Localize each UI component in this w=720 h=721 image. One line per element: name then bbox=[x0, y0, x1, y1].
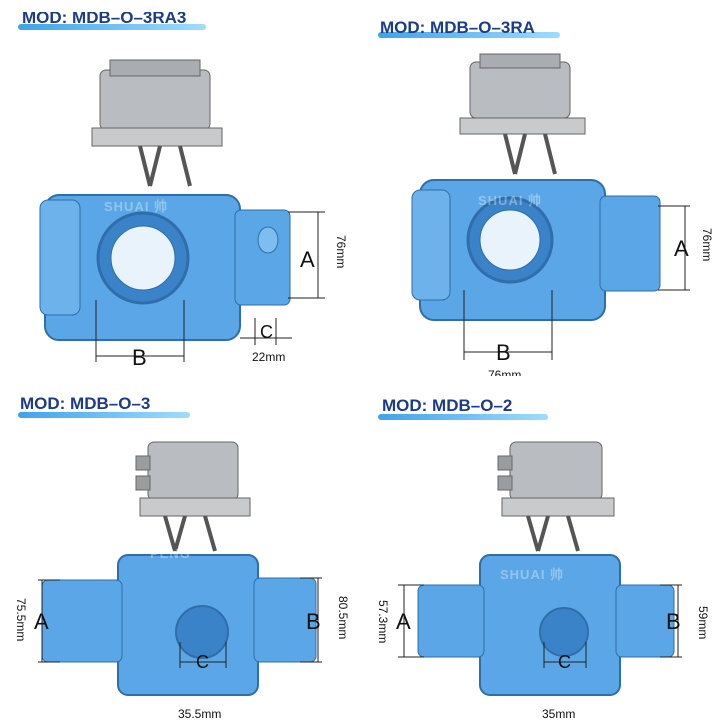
model-tag-underline bbox=[378, 32, 560, 38]
panel-mdb-o-3: MOD: MDB–O–3 PENG A B C 75.5mm 80.5mm 35… bbox=[0, 380, 360, 721]
dimension-value-a: 76mm bbox=[334, 235, 348, 269]
model-tag: MOD: MDB–O–3RA3 bbox=[22, 8, 187, 27]
model-tag: MOD: MDB–O–3 bbox=[20, 394, 151, 413]
watermark: PENG bbox=[150, 546, 191, 561]
watermark: SHUAI 帅 bbox=[478, 193, 543, 208]
dimension-label-c: C bbox=[558, 652, 571, 672]
model-tag-underline bbox=[18, 24, 206, 30]
dimension-value-c: 22mm bbox=[252, 350, 286, 364]
dimension-label-a: A bbox=[34, 609, 49, 634]
dimension-label-a: A bbox=[674, 236, 689, 261]
watermark: SHUAI 帅 bbox=[500, 567, 565, 582]
watermark: SHUAI 帅 bbox=[104, 199, 169, 214]
dimension-value-c: 35.5mm bbox=[178, 707, 222, 721]
dimension-label-b: B bbox=[132, 345, 147, 370]
dimension-value-a: 57.3mm bbox=[376, 600, 390, 644]
dimension-value-c: 35mm bbox=[542, 707, 576, 721]
model-tag-underline bbox=[18, 412, 190, 418]
dimension-value-b: 76mm bbox=[488, 368, 522, 382]
dimension-value-b: 59mm bbox=[696, 606, 710, 640]
model-tag-underline bbox=[378, 414, 548, 420]
dimension-value-a: 76mm bbox=[700, 228, 714, 262]
dimension-value-b: 80.5mm bbox=[336, 596, 350, 640]
dimension-label-a: A bbox=[300, 247, 315, 272]
dimension-label-b: B bbox=[306, 609, 321, 634]
valve-illustration bbox=[39, 59, 325, 362]
dimension-label-b: B bbox=[496, 340, 511, 365]
dimension-label-c: C bbox=[260, 322, 273, 342]
dimension-label-a: A bbox=[396, 609, 411, 634]
valve-illustration bbox=[411, 53, 690, 360]
panel-mdb-o-3ra3: MOD: MDB–O–3RA3 SHUAI 帅 A B C 76mm 22mm bbox=[0, 0, 360, 380]
valve-illustration bbox=[398, 441, 682, 696]
dimension-label-c: C bbox=[196, 652, 209, 672]
dimension-value-a: 75.5mm bbox=[14, 598, 28, 642]
panel-mdb-o-3ra: MOD: MDB–O–3RA SHUAI 帅 A B 76mm 76mm bbox=[360, 0, 720, 380]
panel-mdb-o-2: MOD: MDB–O–2 SHUAI 帅 A B C 57.3mm 59mm 3… bbox=[360, 380, 720, 721]
valve-illustration bbox=[38, 441, 322, 696]
dimension-label-b: B bbox=[666, 609, 681, 634]
model-tag: MOD: MDB–O–2 bbox=[382, 396, 513, 415]
model-tag: MOD: MDB–O–3RA bbox=[380, 18, 535, 37]
